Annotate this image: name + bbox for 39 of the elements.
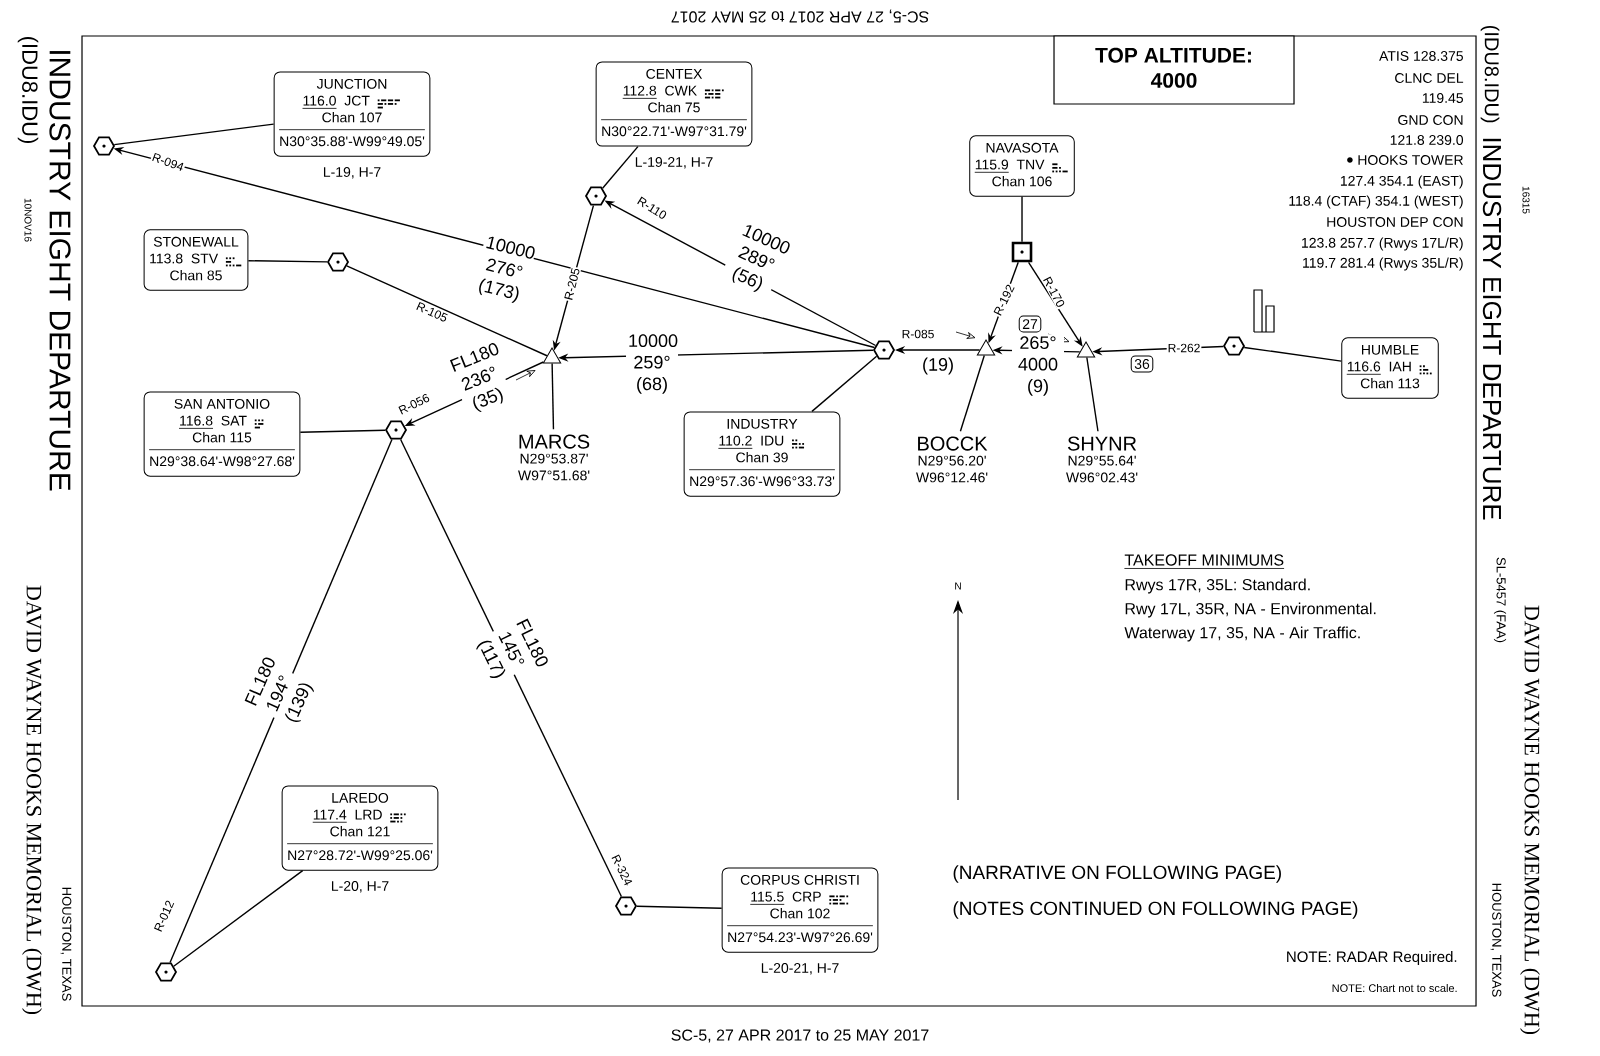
edge-label: 265° 4000 (9)	[1012, 334, 1064, 398]
leader-line	[113, 123, 275, 146]
minimums-text: Waterway 17, 35, NA - Air Traffic.	[1124, 626, 1360, 642]
procedure-title: INDUSTRY EIGHT DEPARTURE	[49, 51, 71, 491]
airport-name: DAVID WAYNE HOOKS MEMORIAL (DWH)	[22, 585, 42, 1015]
table-heading: TAKEOFF MINIMUMS	[1124, 554, 1285, 569]
leader-line	[959, 354, 985, 432]
note-text: (NOTES CONTINUED ON FOLLOWING PAGE)	[953, 901, 1358, 919]
fix-triangle	[1076, 341, 1096, 358]
note-text: (NARRATIVE ON FOLLOWING PAGE)	[953, 865, 1281, 883]
leader-line	[1243, 346, 1342, 362]
altitude-box: TOP ALTITUDE: 4000	[1053, 35, 1295, 105]
leader-line	[1086, 356, 1099, 432]
minimums-text: Rwy 17L, 35R, NA - Environmental.	[1125, 602, 1376, 618]
procedure-title: INDUSTRY EIGHT DEPARTURE	[1482, 138, 1502, 520]
airport-name: DAVID WAYNE HOOKS MEMORIAL (DWH)	[1520, 605, 1540, 1035]
vortac-symbol	[1011, 241, 1033, 263]
fix-triangle	[976, 339, 996, 356]
minimums-text: Rwys 17R, 35L: Standard.	[1125, 578, 1310, 594]
edge-label: 10000 259° (68)	[626, 332, 678, 396]
edge-label: FL180 236° (35)	[445, 341, 515, 419]
fix-triangle	[542, 347, 562, 364]
leader-line	[551, 362, 555, 430]
leader-line	[811, 355, 878, 413]
leader-line	[299, 429, 386, 433]
leader-line	[173, 869, 304, 967]
leader-line	[601, 145, 639, 189]
leader-line	[1021, 196, 1023, 243]
leader-line	[636, 905, 723, 909]
edge-label: (19)	[920, 355, 956, 377]
procedure-code: (IDU8.IDU)	[1480, 25, 1500, 123]
leader-line	[346, 265, 548, 357]
leader-line	[247, 260, 328, 263]
route-line	[169, 438, 393, 964]
edge-label: 10000 289° (56)	[719, 220, 793, 300]
edge-label: 10000 276° (173)	[471, 232, 537, 308]
route-line	[399, 438, 623, 898]
edition-date: SC-5, 27 APR 2017 to 25 MAY 2017	[671, 1029, 929, 1043]
edition-date: SC-5, 27 APR 2017 to 25 MAY 2017	[671, 9, 929, 23]
